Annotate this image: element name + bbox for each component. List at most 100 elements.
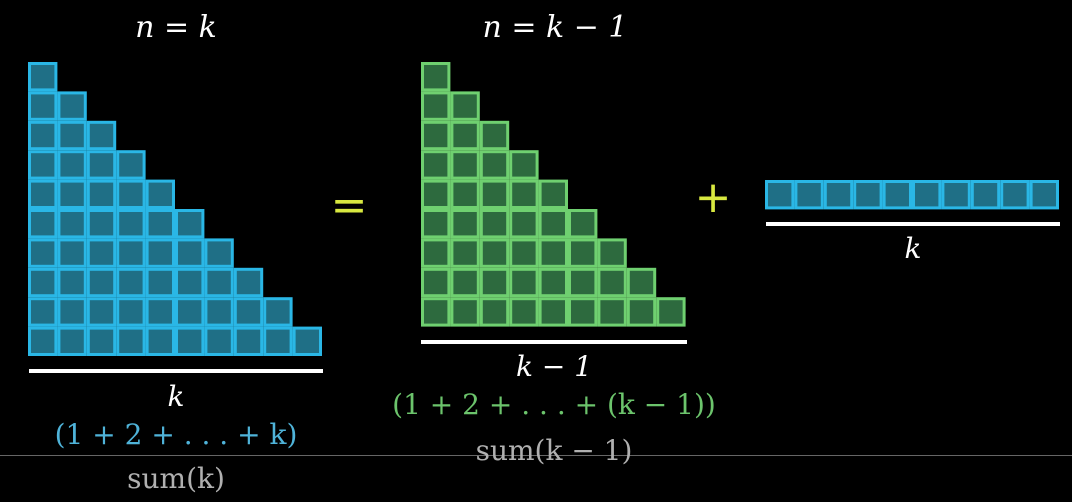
- middle-staircase-square: [421, 267, 451, 298]
- left-staircase-square: [145, 238, 176, 268]
- right-base-label: k: [904, 232, 922, 265]
- left-staircase-square: [233, 297, 264, 327]
- middle-staircase-square: [568, 267, 598, 298]
- left-staircase-square: [86, 120, 117, 151]
- middle-staircase-square: [421, 91, 451, 121]
- left-staircase-square: [57, 297, 87, 327]
- middle-staircase-square: [450, 267, 480, 298]
- left-staircase-square: [116, 297, 146, 327]
- middle-staircase-square: [421, 150, 451, 180]
- left-staircase-square: [28, 150, 58, 180]
- middle-staircase-square: [538, 238, 568, 268]
- left-staircase-square: [28, 179, 58, 210]
- right-base-line: [766, 222, 1060, 226]
- middle-staircase-square: [656, 297, 686, 327]
- middle-sum-expression: (1 + 2 + . . . + (k − 1)): [392, 388, 716, 421]
- middle-staircase-square: [479, 179, 510, 210]
- middle-staircase-square: [538, 267, 568, 298]
- left-staircase-square: [86, 297, 117, 327]
- left-staircase-square: [145, 297, 176, 327]
- left-staircase-square: [57, 326, 87, 357]
- left-staircase-square: [28, 120, 58, 151]
- right-row-square: [912, 180, 942, 210]
- right-row-square: [765, 180, 795, 210]
- middle-staircase-square: [479, 150, 510, 180]
- left-staircase-square: [116, 179, 146, 210]
- middle-staircase-square: [421, 120, 451, 151]
- right-row-square: [1029, 180, 1059, 210]
- left-base-line: [29, 369, 323, 373]
- left-staircase-square: [145, 209, 176, 239]
- left-staircase-square: [28, 238, 58, 268]
- left-staircase-square: [57, 120, 87, 151]
- left-staircase-square: [28, 62, 58, 92]
- middle-staircase-square: [509, 267, 539, 298]
- left-staircase-square: [86, 238, 117, 268]
- middle-staircase-square: [479, 120, 510, 151]
- left-staircase-square: [263, 326, 293, 357]
- left-staircase-square: [116, 209, 146, 239]
- middle-sum-name: sum(k − 1): [475, 434, 633, 467]
- left-staircase-square: [86, 267, 117, 298]
- middle-staircase-square: [538, 209, 568, 239]
- right-row-square: [794, 180, 824, 210]
- left-staircase-square: [175, 209, 205, 239]
- middle-staircase-square: [421, 209, 451, 239]
- middle-staircase-square: [421, 297, 451, 327]
- middle-base-label: k − 1: [515, 350, 593, 383]
- middle-staircase-square: [568, 238, 598, 268]
- left-base-label: k: [167, 380, 185, 413]
- middle-staircase-square: [421, 238, 451, 268]
- equals-sign: =: [330, 180, 368, 231]
- middle-staircase-square: [597, 267, 627, 298]
- middle-staircase-square: [568, 297, 598, 327]
- left-staircase-square: [175, 326, 205, 357]
- middle-staircase-square: [450, 120, 480, 151]
- left-staircase-square: [116, 267, 146, 298]
- left-staircase-square: [263, 297, 293, 327]
- middle-staircase-square: [597, 238, 627, 268]
- left-staircase-square: [28, 267, 58, 298]
- left-staircase-square: [28, 209, 58, 239]
- left-staircase-square: [175, 238, 205, 268]
- left-staircase-square: [57, 267, 87, 298]
- middle-staircase-square: [509, 179, 539, 210]
- middle-staircase-square: [509, 209, 539, 239]
- left-staircase-square: [145, 179, 176, 210]
- left-staircase-square: [86, 326, 117, 357]
- middle-title: n = k − 1: [482, 10, 628, 45]
- right-row-square: [853, 180, 883, 210]
- middle-staircase-k-minus-1: [421, 62, 686, 327]
- middle-staircase-square: [450, 91, 480, 121]
- left-staircase-square: [145, 267, 176, 298]
- middle-staircase-square: [509, 297, 539, 327]
- middle-base-line: [421, 340, 687, 344]
- middle-staircase-square: [626, 267, 657, 298]
- left-staircase-square: [145, 326, 176, 357]
- left-staircase-square: [233, 267, 264, 298]
- left-staircase-square: [116, 150, 146, 180]
- left-staircase-square: [57, 91, 87, 121]
- middle-staircase-square: [450, 150, 480, 180]
- middle-staircase-square: [538, 297, 568, 327]
- right-row-square: [823, 180, 854, 210]
- left-staircase-square: [204, 267, 234, 298]
- middle-staircase-square: [479, 297, 510, 327]
- middle-staircase-square: [568, 209, 598, 239]
- middle-staircase-square: [479, 238, 510, 268]
- right-row-square: [941, 180, 971, 210]
- middle-staircase-square: [479, 209, 510, 239]
- middle-staircase-square: [421, 179, 451, 210]
- middle-staircase-square: [626, 297, 657, 327]
- middle-staircase-square: [479, 267, 510, 298]
- left-staircase-square: [233, 326, 264, 357]
- right-row-square: [970, 180, 1001, 210]
- middle-staircase-square: [450, 179, 480, 210]
- right-row-square: [1000, 180, 1030, 210]
- left-staircase-k: [28, 62, 323, 357]
- middle-staircase-square: [597, 297, 627, 327]
- middle-staircase-square: [509, 238, 539, 268]
- middle-staircase-square: [538, 179, 568, 210]
- middle-staircase-square: [450, 238, 480, 268]
